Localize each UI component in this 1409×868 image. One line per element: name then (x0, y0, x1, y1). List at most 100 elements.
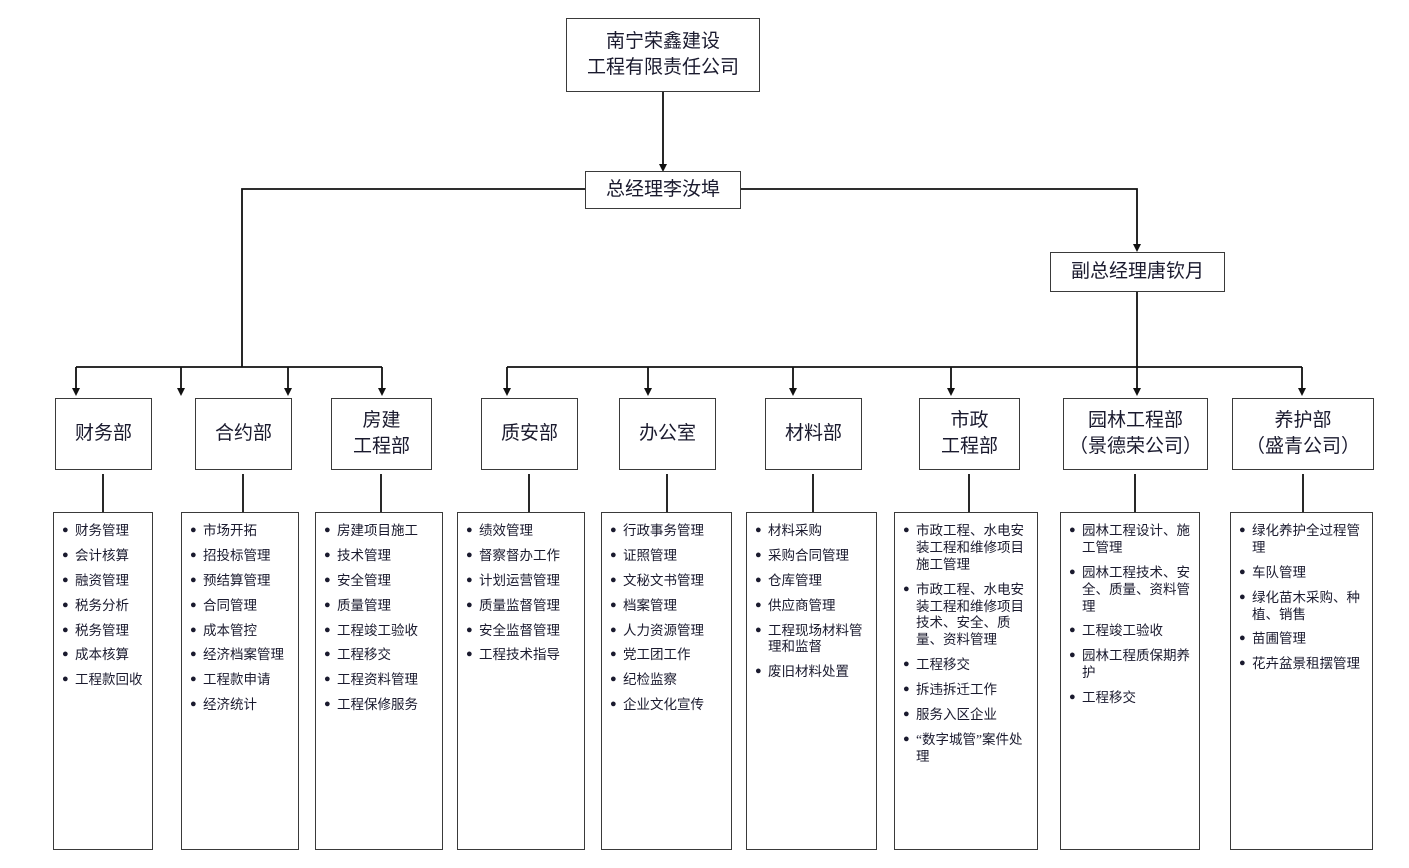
duty-box-municipal-engineering[interactable]: 市政工程、水电安装工程和维修项目施工管理市政工程、水电安装工程和维修项目技术、安… (894, 512, 1038, 850)
duty-item-label: 人力资源管理 (623, 622, 704, 638)
duty-item: 工程技术指导 (466, 647, 578, 664)
duty-item-label: 工程移交 (1082, 690, 1136, 705)
duty-item: 证照管理 (610, 548, 725, 565)
duty-item-label: 采购合同管理 (768, 547, 849, 563)
dept-label: 养护部 （盛青公司） (1245, 410, 1360, 457)
duty-item-label: 成本核算 (75, 647, 129, 663)
duty-item-label: 工程移交 (916, 657, 970, 673)
duty-item-label: 废旧材料处置 (768, 664, 849, 680)
company-box[interactable]: 南宁荣鑫建设 工程有限责任公司 (566, 18, 760, 92)
dept-box-materials[interactable]: 材料部 (765, 398, 862, 470)
duty-item-label: 成本管控 (203, 622, 257, 638)
dept-box-building-engineering[interactable]: 房建 工程部 (331, 398, 432, 470)
duty-item-label: 园林工程技术、安全、质量、资料管理 (1082, 564, 1190, 614)
duty-item: 质量监督管理 (466, 598, 578, 615)
duty-item-label: 安全管理 (337, 572, 391, 588)
duty-item-label: 绩效管理 (479, 523, 533, 538)
duty-list: 房建项目施工技术管理安全管理质量管理工程竣工验收工程移交工程资料管理工程保修服务 (324, 523, 436, 714)
duty-item-label: 工程资料管理 (337, 672, 418, 688)
duty-item-label: 房建项目施工 (337, 523, 418, 538)
duty-item: 档案管理 (610, 598, 725, 615)
dept-box-maintenance[interactable]: 养护部 （盛青公司） (1232, 398, 1374, 470)
duty-item: 采购合同管理 (755, 548, 870, 565)
general-manager-box[interactable]: 总经理李汝埠 (585, 171, 741, 209)
duty-item-label: 市政工程、水电安装工程和维修项目技术、安全、质量、资料管理 (916, 581, 1024, 648)
duty-item: 绿化苗木采购、种植、销售 (1239, 590, 1366, 624)
duty-item-label: 工程移交 (337, 647, 391, 663)
duty-item-label: 预结算管理 (203, 572, 271, 588)
duty-item: 党工团工作 (610, 647, 725, 664)
duty-item-label: 质量管理 (337, 597, 391, 613)
duty-item-label: 工程款申请 (203, 672, 271, 688)
duty-item: 废旧材料处置 (755, 664, 870, 681)
duty-item-label: 档案管理 (623, 597, 677, 613)
duty-item: 税务管理 (62, 623, 146, 640)
duty-box-materials[interactable]: 材料采购采购合同管理仓库管理供应商管理工程现场材料管理和监督废旧材料处置 (746, 512, 877, 850)
duty-item-label: 会计核算 (75, 547, 129, 563)
duty-item-label: 工程竣工验收 (1082, 623, 1163, 639)
duty-item: 招投标管理 (190, 548, 292, 565)
duty-item-label: 企业文化宣传 (623, 697, 704, 713)
duty-item: 工程竣工验收 (324, 623, 436, 640)
duty-item: 绿化养护全过程管理 (1239, 523, 1366, 557)
duty-item: 园林工程设计、施工管理 (1069, 523, 1193, 557)
dept-box-garden-engineering[interactable]: 园林工程部 （景德荣公司） (1063, 398, 1208, 470)
duty-item: 工程款申请 (190, 672, 292, 689)
duty-box-building-engineering[interactable]: 房建项目施工技术管理安全管理质量管理工程竣工验收工程移交工程资料管理工程保修服务 (315, 512, 443, 850)
dept-box-office[interactable]: 办公室 (619, 398, 716, 470)
duty-box-office[interactable]: 行政事务管理证照管理文秘文书管理档案管理人力资源管理党工团工作纪检监察企业文化宣… (601, 512, 732, 850)
duty-item: 安全管理 (324, 573, 436, 590)
duty-box-contract[interactable]: 市场开拓招投标管理预结算管理合同管理成本管控经济档案管理工程款申请经济统计 (181, 512, 299, 850)
dept-label: 办公室 (638, 423, 696, 445)
duty-box-quality-safety[interactable]: 绩效管理督察督办工作计划运营管理质量监督管理安全监督管理工程技术指导 (457, 512, 585, 850)
duty-item: 工程保修服务 (324, 697, 436, 714)
dept-label: 合约部 (214, 423, 272, 445)
duty-item: 仓库管理 (755, 573, 870, 590)
duty-box-garden-engineering[interactable]: 园林工程设计、施工管理园林工程技术、安全、质量、资料管理工程竣工验收园林工程质保… (1060, 512, 1200, 850)
duty-item: 行政事务管理 (610, 523, 725, 540)
duty-item: 人力资源管理 (610, 623, 725, 640)
dept-box-quality-safety[interactable]: 质安部 (481, 398, 578, 470)
duty-item-label: 质量监督管理 (479, 597, 560, 613)
duty-item: 督察督办工作 (466, 548, 578, 565)
duty-item: 材料采购 (755, 523, 870, 540)
duty-item: 工程移交 (903, 657, 1031, 674)
duty-item-label: 税务管理 (75, 622, 129, 638)
duty-list: 市政工程、水电安装工程和维修项目施工管理市政工程、水电安装工程和维修项目技术、安… (903, 523, 1031, 766)
duty-item: 工程款回收 (62, 672, 146, 689)
general-manager-title: 总经理李汝埠 (605, 179, 720, 201)
vice-general-manager-box[interactable]: 副总经理唐钦月 (1050, 252, 1225, 292)
dept-box-contract[interactable]: 合约部 (195, 398, 292, 470)
duty-box-finance[interactable]: 财务管理会计核算融资管理税务分析税务管理成本核算工程款回收 (53, 512, 153, 850)
duty-item: 计划运营管理 (466, 573, 578, 590)
duty-item-label: 绿化苗木采购、种植、销售 (1252, 589, 1360, 622)
duty-item-label: 经济档案管理 (203, 647, 284, 663)
dept-box-finance[interactable]: 财务部 (55, 398, 152, 470)
duty-item: 财务管理 (62, 523, 146, 540)
duty-item-label: 工程款回收 (75, 672, 143, 688)
dept-box-municipal-engineering[interactable]: 市政 工程部 (919, 398, 1020, 470)
duty-item: 安全监督管理 (466, 623, 578, 640)
duty-item: 纪检监察 (610, 672, 725, 689)
duty-item: 园林工程质保期养护 (1069, 648, 1193, 682)
duty-item-label: 经济统计 (203, 697, 257, 713)
duty-item: 工程资料管理 (324, 672, 436, 689)
duty-item-label: 绿化养护全过程管理 (1252, 523, 1360, 555)
dept-label: 质安部 (500, 423, 558, 445)
duty-item-label: 工程保修服务 (337, 697, 418, 713)
duty-item: 成本核算 (62, 647, 146, 664)
duty-item: 拆违拆迁工作 (903, 682, 1031, 699)
duty-item-label: 工程现场材料管理和监督 (768, 622, 863, 655)
duty-item-label: 文秘文书管理 (623, 572, 704, 588)
duty-item: 技术管理 (324, 548, 436, 565)
duty-item-label: 招投标管理 (203, 547, 271, 563)
duty-list: 绿化养护全过程管理车队管理绿化苗木采购、种植、销售苗圃管理花卉盆景租摆管理 (1239, 523, 1366, 673)
duty-item: 车队管理 (1239, 565, 1366, 582)
dept-label: 财务部 (74, 423, 132, 445)
duty-item: 税务分析 (62, 598, 146, 615)
duty-item-label: 证照管理 (623, 547, 677, 563)
duty-box-maintenance[interactable]: 绿化养护全过程管理车队管理绿化苗木采购、种植、销售苗圃管理花卉盆景租摆管理 (1230, 512, 1373, 850)
duty-item-label: 苗圃管理 (1252, 631, 1306, 647)
duty-item-label: 园林工程质保期养护 (1082, 648, 1190, 681)
